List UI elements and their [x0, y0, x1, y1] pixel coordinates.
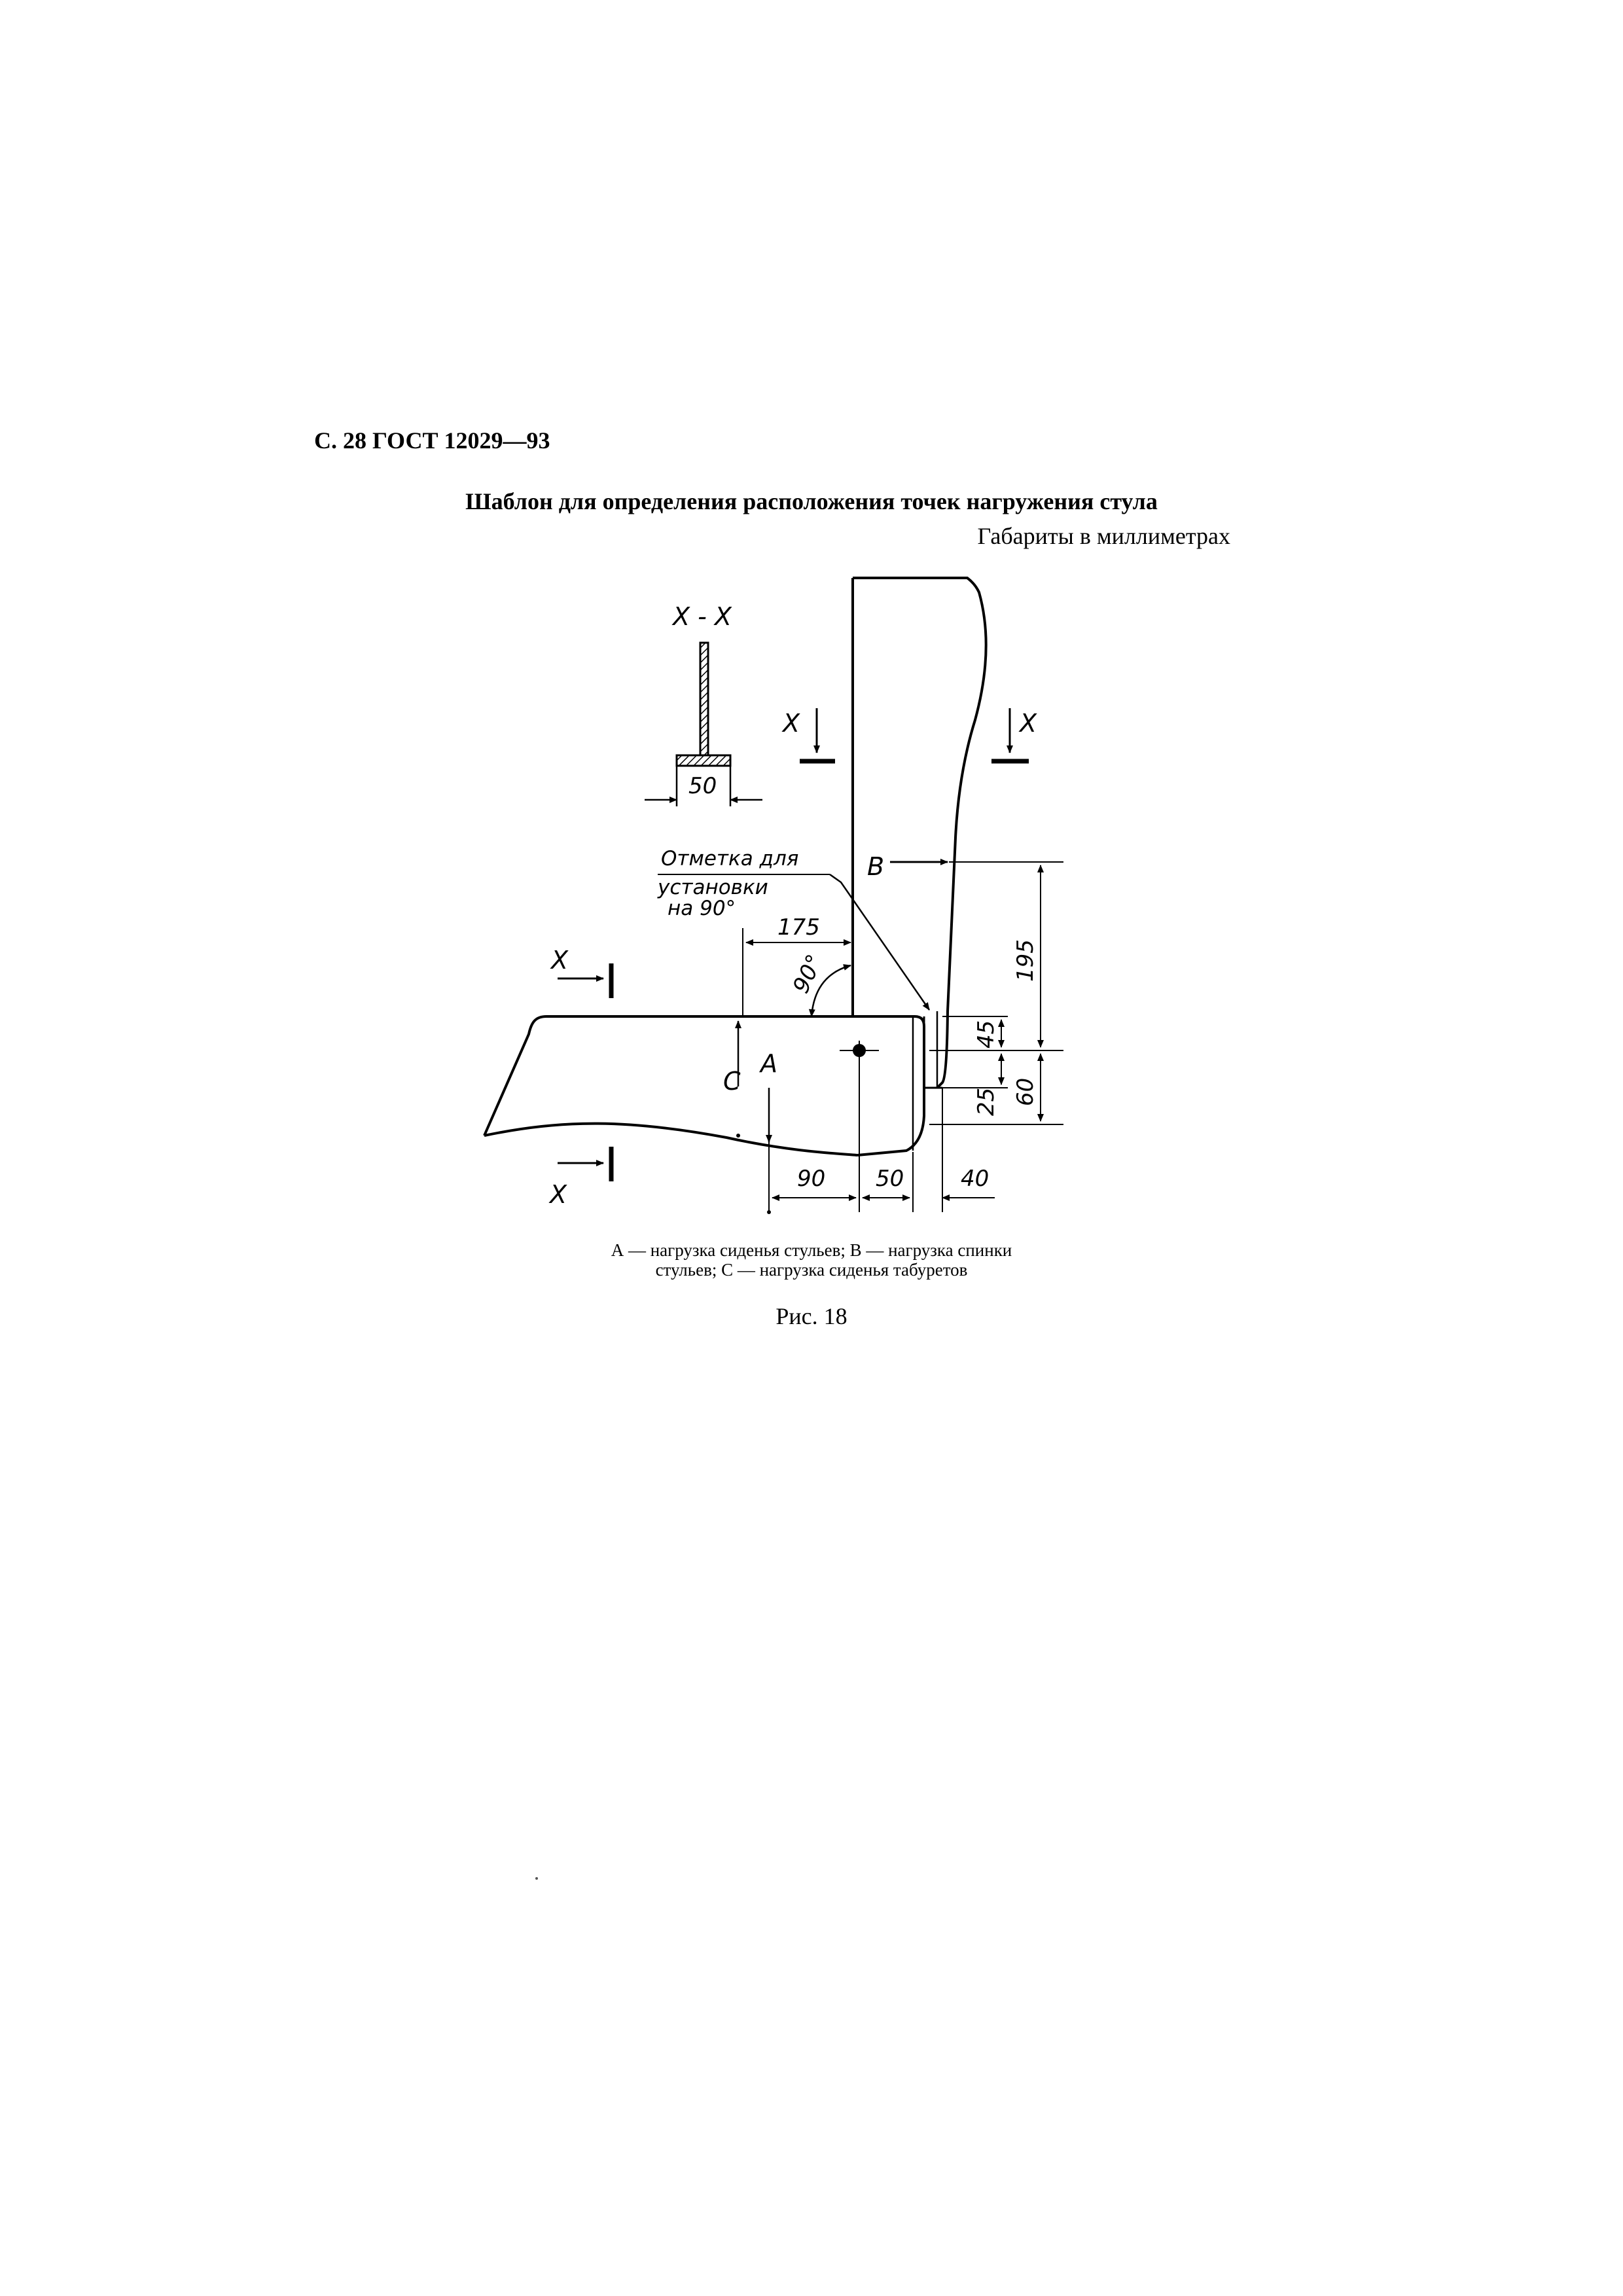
section-web — [699, 641, 709, 757]
units-note: Габариты в миллиметрах — [977, 523, 1230, 549]
legend-line-2: стульев; С — нагрузка сиденья табуретов — [655, 1260, 968, 1280]
angle-90: 90° — [788, 950, 851, 1017]
dim-195-label: 195 — [1012, 939, 1039, 982]
seat-bottom-curve — [484, 1122, 858, 1157]
dim-45-label: 45 — [973, 1020, 999, 1049]
legend-line-1: А — нагрузка сиденья стульев; В — нагруз… — [611, 1240, 1012, 1260]
scan-speck — [535, 1877, 538, 1880]
label-b: B — [867, 852, 884, 881]
cut-label-right: X — [1018, 709, 1037, 738]
mark-note: Отметка для установки на 90° — [657, 847, 931, 1011]
cut-marker-seat: X X — [548, 946, 614, 1209]
mark-note-line-1: Отметка для — [661, 847, 798, 870]
dim-175-label: 175 — [777, 914, 820, 941]
backrest-profile — [853, 577, 988, 1089]
page-header: С. 28 ГОСТ 12029—93 — [314, 427, 550, 454]
template-outline — [483, 577, 988, 1157]
backrest-and-seat-edge — [483, 578, 854, 1136]
section-view: X - X 50 — [645, 602, 762, 806]
section-flange — [675, 754, 732, 767]
bottom-dimensions — [768, 1088, 995, 1212]
figure-title: Шаблон для определения расположения точе… — [465, 488, 1158, 514]
mark-note-line-3: на 90° — [668, 897, 736, 920]
figure-legend: А — нагрузка сиденья стульев; В — нагруз… — [0, 1240, 1623, 1280]
dimension-175: 175 — [742, 914, 851, 1016]
dim-25-label: 25 — [973, 1088, 999, 1116]
angle-label: 90° — [788, 950, 829, 997]
right-dimensions — [929, 861, 1063, 1125]
cut-label-bottom: X — [548, 1180, 567, 1209]
dim-50-label: 50 — [876, 1166, 904, 1192]
dim-60-label: 60 — [1012, 1078, 1039, 1106]
cut-label-left: X — [781, 709, 800, 738]
label-a: A — [758, 1049, 777, 1078]
section-width-label: 50 — [688, 773, 717, 799]
cut-label-top: X — [550, 946, 569, 975]
dim-40-label: 40 — [961, 1166, 989, 1192]
dim-90-label: 90 — [797, 1166, 825, 1192]
figure-caption: Рис. 18 — [776, 1303, 847, 1329]
mark-note-line-2: установки — [657, 876, 768, 899]
load-arrows: B A C — [723, 852, 948, 1143]
cut-marker-backrest: X X — [781, 708, 1037, 764]
section-title: X - X — [671, 602, 732, 631]
